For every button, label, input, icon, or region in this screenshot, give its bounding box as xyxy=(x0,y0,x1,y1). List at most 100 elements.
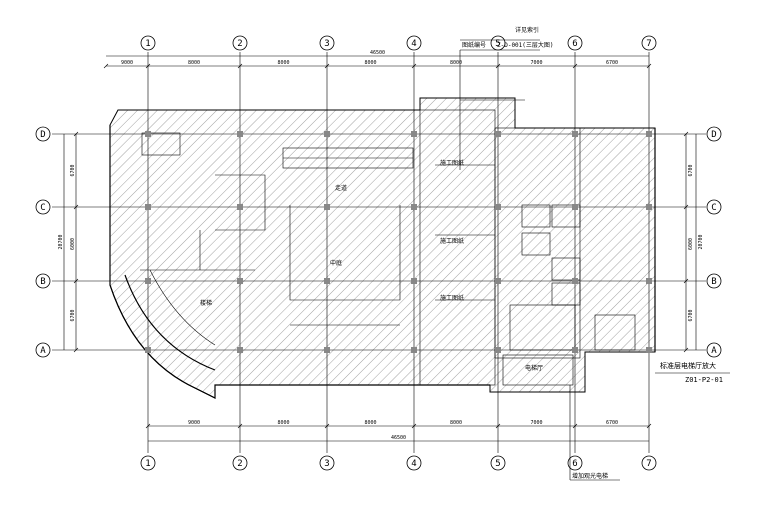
structural-column xyxy=(237,131,243,137)
dim-left-span: 6000 xyxy=(70,238,76,250)
structural-column xyxy=(237,347,243,353)
axis-label-row-B: B xyxy=(711,277,716,287)
axis-label-col-4: 4 xyxy=(411,39,416,49)
axis-label-col-4: 4 xyxy=(411,459,416,469)
structural-column xyxy=(572,347,578,353)
right-note: 标准层电梯厅放大 xyxy=(660,361,716,370)
title-code: Z-D-001(三层大图) xyxy=(497,41,554,49)
axis-label-row-C: C xyxy=(40,203,45,213)
dim-left-span: 6700 xyxy=(70,309,76,321)
dim-bottom-total: 46500 xyxy=(391,435,406,441)
axis-bubble-row-B xyxy=(706,273,722,289)
structural-column xyxy=(572,131,578,137)
elevator-shaft-4 xyxy=(551,257,581,281)
elevator-shaft-3 xyxy=(521,232,551,256)
structural-column xyxy=(572,278,578,284)
dim-left-span: 6700 xyxy=(70,164,76,176)
structural-column xyxy=(495,204,501,210)
axis-bubble-row-B xyxy=(35,273,51,289)
axis-bubble-col-4 xyxy=(406,455,422,471)
axis-bubble-col-1 xyxy=(140,455,156,471)
dim-top-total: 46500 xyxy=(370,50,385,56)
structural-column xyxy=(572,204,578,210)
axis-label-col-7: 7 xyxy=(646,459,651,469)
axis-label-col-2: 2 xyxy=(237,459,242,469)
structural-column xyxy=(237,278,243,284)
axis-label-col-6: 6 xyxy=(572,39,577,49)
axis-label-col-5: 5 xyxy=(495,39,500,49)
axis-bubble-col-2 xyxy=(232,35,248,51)
dim-bottom-span: 9000 xyxy=(188,420,200,426)
axis-label-col-1: 1 xyxy=(145,39,150,49)
room-label-5: 楼梯 xyxy=(200,299,212,307)
dim-right-span: 6000 xyxy=(688,238,694,250)
axis-bubble-col-6 xyxy=(567,455,583,471)
axis-bubble-col-7 xyxy=(641,455,657,471)
axis-label-col-7: 7 xyxy=(646,39,651,49)
bottom-note: 增加观光电梯 xyxy=(572,472,608,480)
structural-column xyxy=(324,204,330,210)
axis-grid xyxy=(52,52,706,453)
room-label-7: 走道 xyxy=(335,184,347,192)
dimension-chains: 9000 8000 8000 8000 8000 7000 6700 46500 9000 800… xyxy=(58,50,704,442)
dim-top-span: 7000 xyxy=(530,60,542,66)
dim-bottom-span: 8000 xyxy=(364,420,376,426)
structural-column xyxy=(646,347,652,353)
axis-label-row-C: C xyxy=(711,203,716,213)
axis-bubble-col-4 xyxy=(406,35,422,51)
structural-column xyxy=(646,131,652,137)
title-header: 详见索引 xyxy=(515,26,539,34)
axis-label-row-D: D xyxy=(711,130,716,140)
sheet-code: Z01-P2-01 xyxy=(685,376,723,384)
structural-column xyxy=(411,131,417,137)
toilet-block xyxy=(141,132,181,156)
axis-bubble-row-A xyxy=(35,342,51,358)
dim-bottom-span: 8000 xyxy=(450,420,462,426)
dim-top-span: 8000 xyxy=(364,60,376,66)
dim-top-span: 8000 xyxy=(450,60,462,66)
structural-column xyxy=(324,278,330,284)
structural-column xyxy=(145,347,151,353)
axis-label-row-D: D xyxy=(40,130,45,140)
dim-bottom-span: 7000 xyxy=(530,420,542,426)
dim-left-total: 20700 xyxy=(58,234,64,249)
dim-top-span: 8000 xyxy=(188,60,200,66)
dim-right-total: 20700 xyxy=(698,234,704,249)
axis-bubble-col-2 xyxy=(232,455,248,471)
structural-column xyxy=(145,278,151,284)
structural-column xyxy=(145,131,151,137)
axis-bubble-col-3 xyxy=(319,455,335,471)
axis-label-col-3: 3 xyxy=(324,459,329,469)
dim-top-span: 6700 xyxy=(606,60,618,66)
structural-column xyxy=(646,204,652,210)
dim-right-span: 6700 xyxy=(688,309,694,321)
title-sub: 图纸编号 xyxy=(462,41,486,49)
structural-column xyxy=(495,278,501,284)
axis-label-row-A: A xyxy=(40,346,46,356)
structural-column xyxy=(324,347,330,353)
partition-lines xyxy=(140,164,495,326)
structural-column xyxy=(646,278,652,284)
room-label-6: 电梯厅 xyxy=(525,364,543,372)
structural-column xyxy=(495,131,501,137)
axis-bubble-col-5 xyxy=(490,455,506,471)
axis-bubble-row-D xyxy=(706,126,722,142)
structural-column xyxy=(411,278,417,284)
axis-label-col-1: 1 xyxy=(145,459,150,469)
axis-label-col-2: 2 xyxy=(237,39,242,49)
elevator-core xyxy=(494,127,581,359)
room-label-2: 施工图纸 xyxy=(440,237,464,245)
elevator-shaft-2 xyxy=(551,204,581,228)
axis-label-col-6: 6 xyxy=(572,459,577,469)
dim-top-span: 9000 xyxy=(121,60,133,66)
dim-top-span: 8000 xyxy=(277,60,289,66)
exterior-wall xyxy=(109,125,490,399)
structural-column xyxy=(495,347,501,353)
room-label-4: 中庭 xyxy=(330,259,342,267)
axis-bubble-col-6 xyxy=(567,35,583,51)
elevator-shaft-1 xyxy=(521,204,551,228)
curved-stair-edge xyxy=(124,274,216,371)
axis-bubble-col-3 xyxy=(319,35,335,51)
